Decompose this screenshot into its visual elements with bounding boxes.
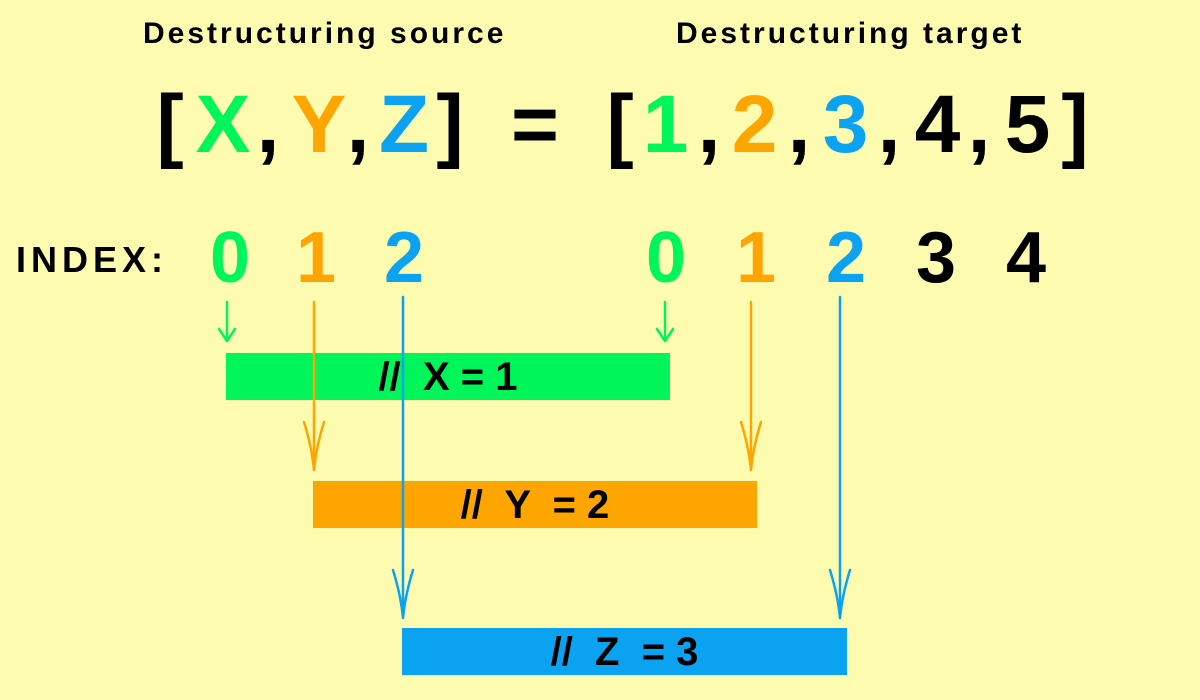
source-index-1: 1 [295,218,337,298]
source-item-x: X [195,79,251,170]
target-comma-2: , [787,79,811,170]
target-item-5: 5 [1004,79,1051,170]
arrow-green-target-head [655,327,675,343]
assignment-bar-z [402,628,847,675]
target-item-1: 1 [642,79,689,170]
source-comma-2: , [346,79,370,170]
target-index-4: 4 [1005,218,1047,298]
arrow-blue-target-head [828,568,852,620]
target-item-2: 2 [731,79,778,170]
target-item-3: 3 [822,79,869,170]
arrow-orange-target-head [739,420,763,472]
target-close-bracket: ] [1061,79,1089,170]
target-open-bracket: [ [606,79,634,170]
target-comma-3: , [877,79,901,170]
source-index-2: 2 [383,218,425,298]
source-item-y: Y [291,79,347,170]
green-arrows [217,300,675,343]
target-index-0: 0 [645,218,687,298]
index-label: INDEX: [16,239,169,280]
target-item-4: 4 [914,79,961,170]
arrow-green-source-head [217,327,237,343]
source-heading: Destructuring source [143,17,507,50]
target-comma-4: , [967,79,991,170]
equals-sign: = [511,79,559,170]
assignment-text-y: // Y = 2 [460,483,610,527]
arrow-orange-source-head [302,420,326,472]
assignment-bar-y [313,481,757,528]
assignment-bar-x [226,353,670,400]
blue-arrows [391,295,852,620]
source-open-bracket: [ [156,79,184,170]
arrow-blue-source-head [391,568,415,620]
assignment-text-z: // Z = 3 [550,630,699,674]
assignment-text-x: // X = 1 [378,355,518,399]
target-index-1: 1 [735,218,777,298]
target-index-3: 3 [915,218,957,298]
source-comma-1: , [256,79,280,170]
source-item-z: Z [378,79,430,170]
target-index-2: 2 [825,218,867,298]
source-close-bracket: ] [436,79,464,170]
target-heading: Destructuring target [676,17,1025,50]
target-comma-1: , [697,79,721,170]
orange-arrows [302,300,763,472]
source-index-0: 0 [209,218,251,298]
